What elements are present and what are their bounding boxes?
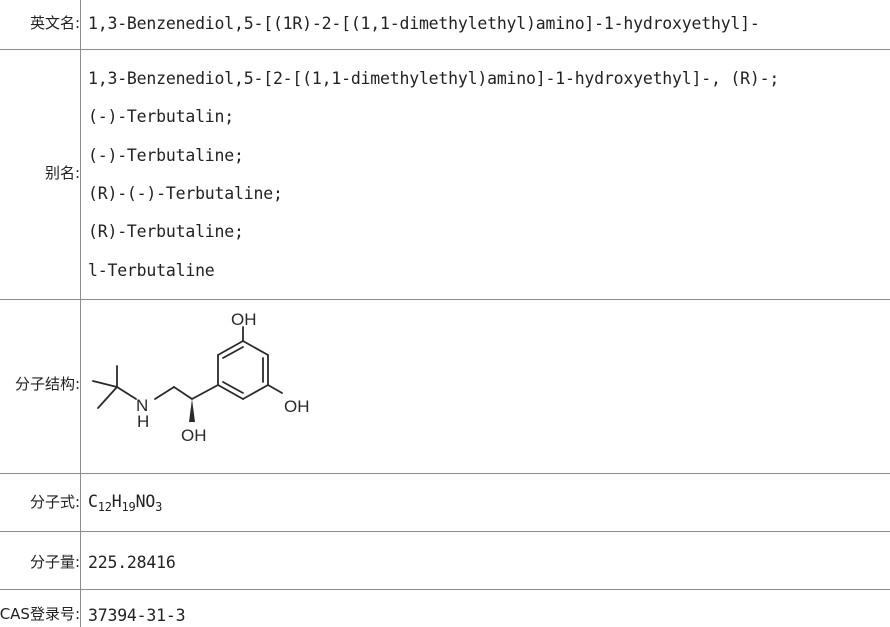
formula-value: C12H19NO3 — [88, 492, 163, 514]
english-name-label: 英文名: — [29, 14, 80, 32]
cas-row: CAS登录号: 37394-31-3 — [0, 590, 890, 627]
formula-subscript: 19 — [121, 500, 136, 514]
alias-item: (-)-Terbutalin; — [88, 107, 235, 126]
formula-row: 分子式: C12H19NO3 — [0, 474, 890, 532]
formula-subscript: 3 — [155, 500, 163, 514]
alias-item: (R)-(-)-Terbutaline; — [88, 184, 283, 203]
english-name-row: 英文名: 1,3-Benzenediol,5-[(1R)-2-[(1,1-dim… — [0, 0, 890, 50]
mol-weight-label: 分子量: — [29, 553, 80, 571]
structure-row: 分子结构: — [0, 300, 890, 474]
formula-part: C — [88, 492, 98, 511]
english-name-value: 1,3-Benzenediol,5-[(1R)-2-[(1,1-dimethyl… — [88, 14, 760, 33]
atom-h: H — [137, 412, 149, 431]
aliases-label: 别名: — [44, 164, 80, 182]
atom-oh-top: OH — [231, 310, 257, 329]
formula-label: 分子式: — [29, 493, 80, 511]
formula-part: NO — [135, 492, 156, 511]
formula-subscript: 12 — [97, 500, 112, 514]
alias-item: (R)-Terbutaline; — [88, 222, 244, 241]
cas-value: 37394-31-3 — [88, 606, 186, 625]
atom-oh-right: OH — [284, 397, 310, 416]
aliases-row: 别名: 1,3-Benzenediol,5-[2-[(1,1-dimethyle… — [0, 50, 890, 300]
structure-label: 分子结构: — [14, 375, 80, 393]
alias-item: (-)-Terbutaline; — [88, 146, 244, 165]
wedge-bond — [189, 399, 195, 422]
molecular-structure-diagram: OH OH OH N H — [92, 310, 310, 445]
cas-label: CAS登录号: — [0, 605, 80, 623]
column-divider — [80, 0, 81, 627]
mol-weight-row: 分子量: 225.28416 — [0, 532, 890, 590]
alias-item: l-Terbutaline — [88, 261, 215, 280]
alias-item: 1,3-Benzenediol,5-[2-[(1,1-dimethylethyl… — [88, 69, 780, 88]
formula-part: H — [111, 492, 122, 511]
mol-weight-value: 225.28416 — [88, 553, 176, 572]
atom-n: N — [136, 396, 148, 415]
atom-oh-bottom: OH — [181, 426, 207, 445]
